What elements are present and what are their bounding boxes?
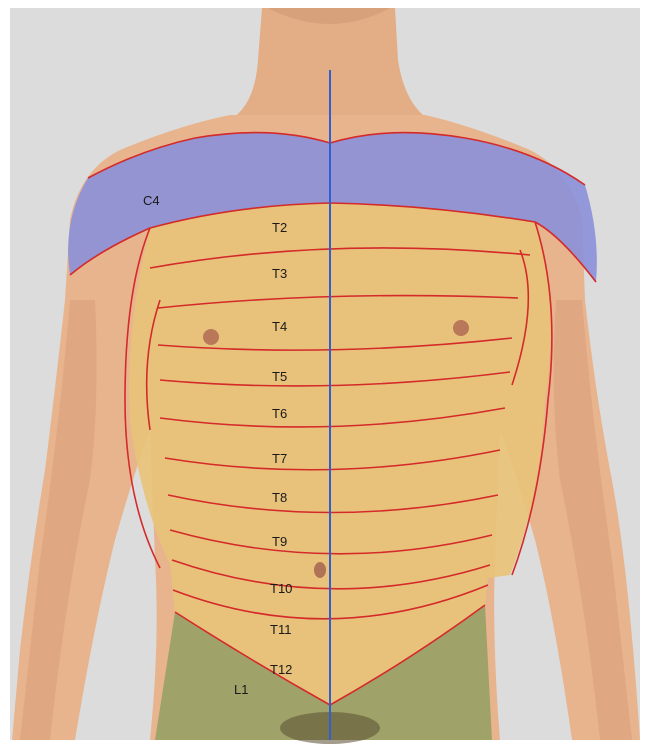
label-t11: T11 xyxy=(270,622,291,637)
label-t2: T2 xyxy=(272,220,287,235)
label-t9: T9 xyxy=(272,534,287,549)
right-nipple xyxy=(453,320,469,336)
label-t5: T5 xyxy=(272,369,287,384)
label-l1: L1 xyxy=(234,682,248,697)
navel xyxy=(314,562,326,578)
label-t4: T4 xyxy=(272,319,287,334)
label-t7: T7 xyxy=(272,451,287,466)
label-t8: T8 xyxy=(272,490,287,505)
label-t3: T3 xyxy=(272,266,287,281)
label-t6: T6 xyxy=(272,406,287,421)
label-t10: T10 xyxy=(270,581,292,596)
label-c4: C4 xyxy=(143,193,160,208)
label-t12: T12 xyxy=(270,662,292,677)
left-nipple xyxy=(203,329,219,345)
